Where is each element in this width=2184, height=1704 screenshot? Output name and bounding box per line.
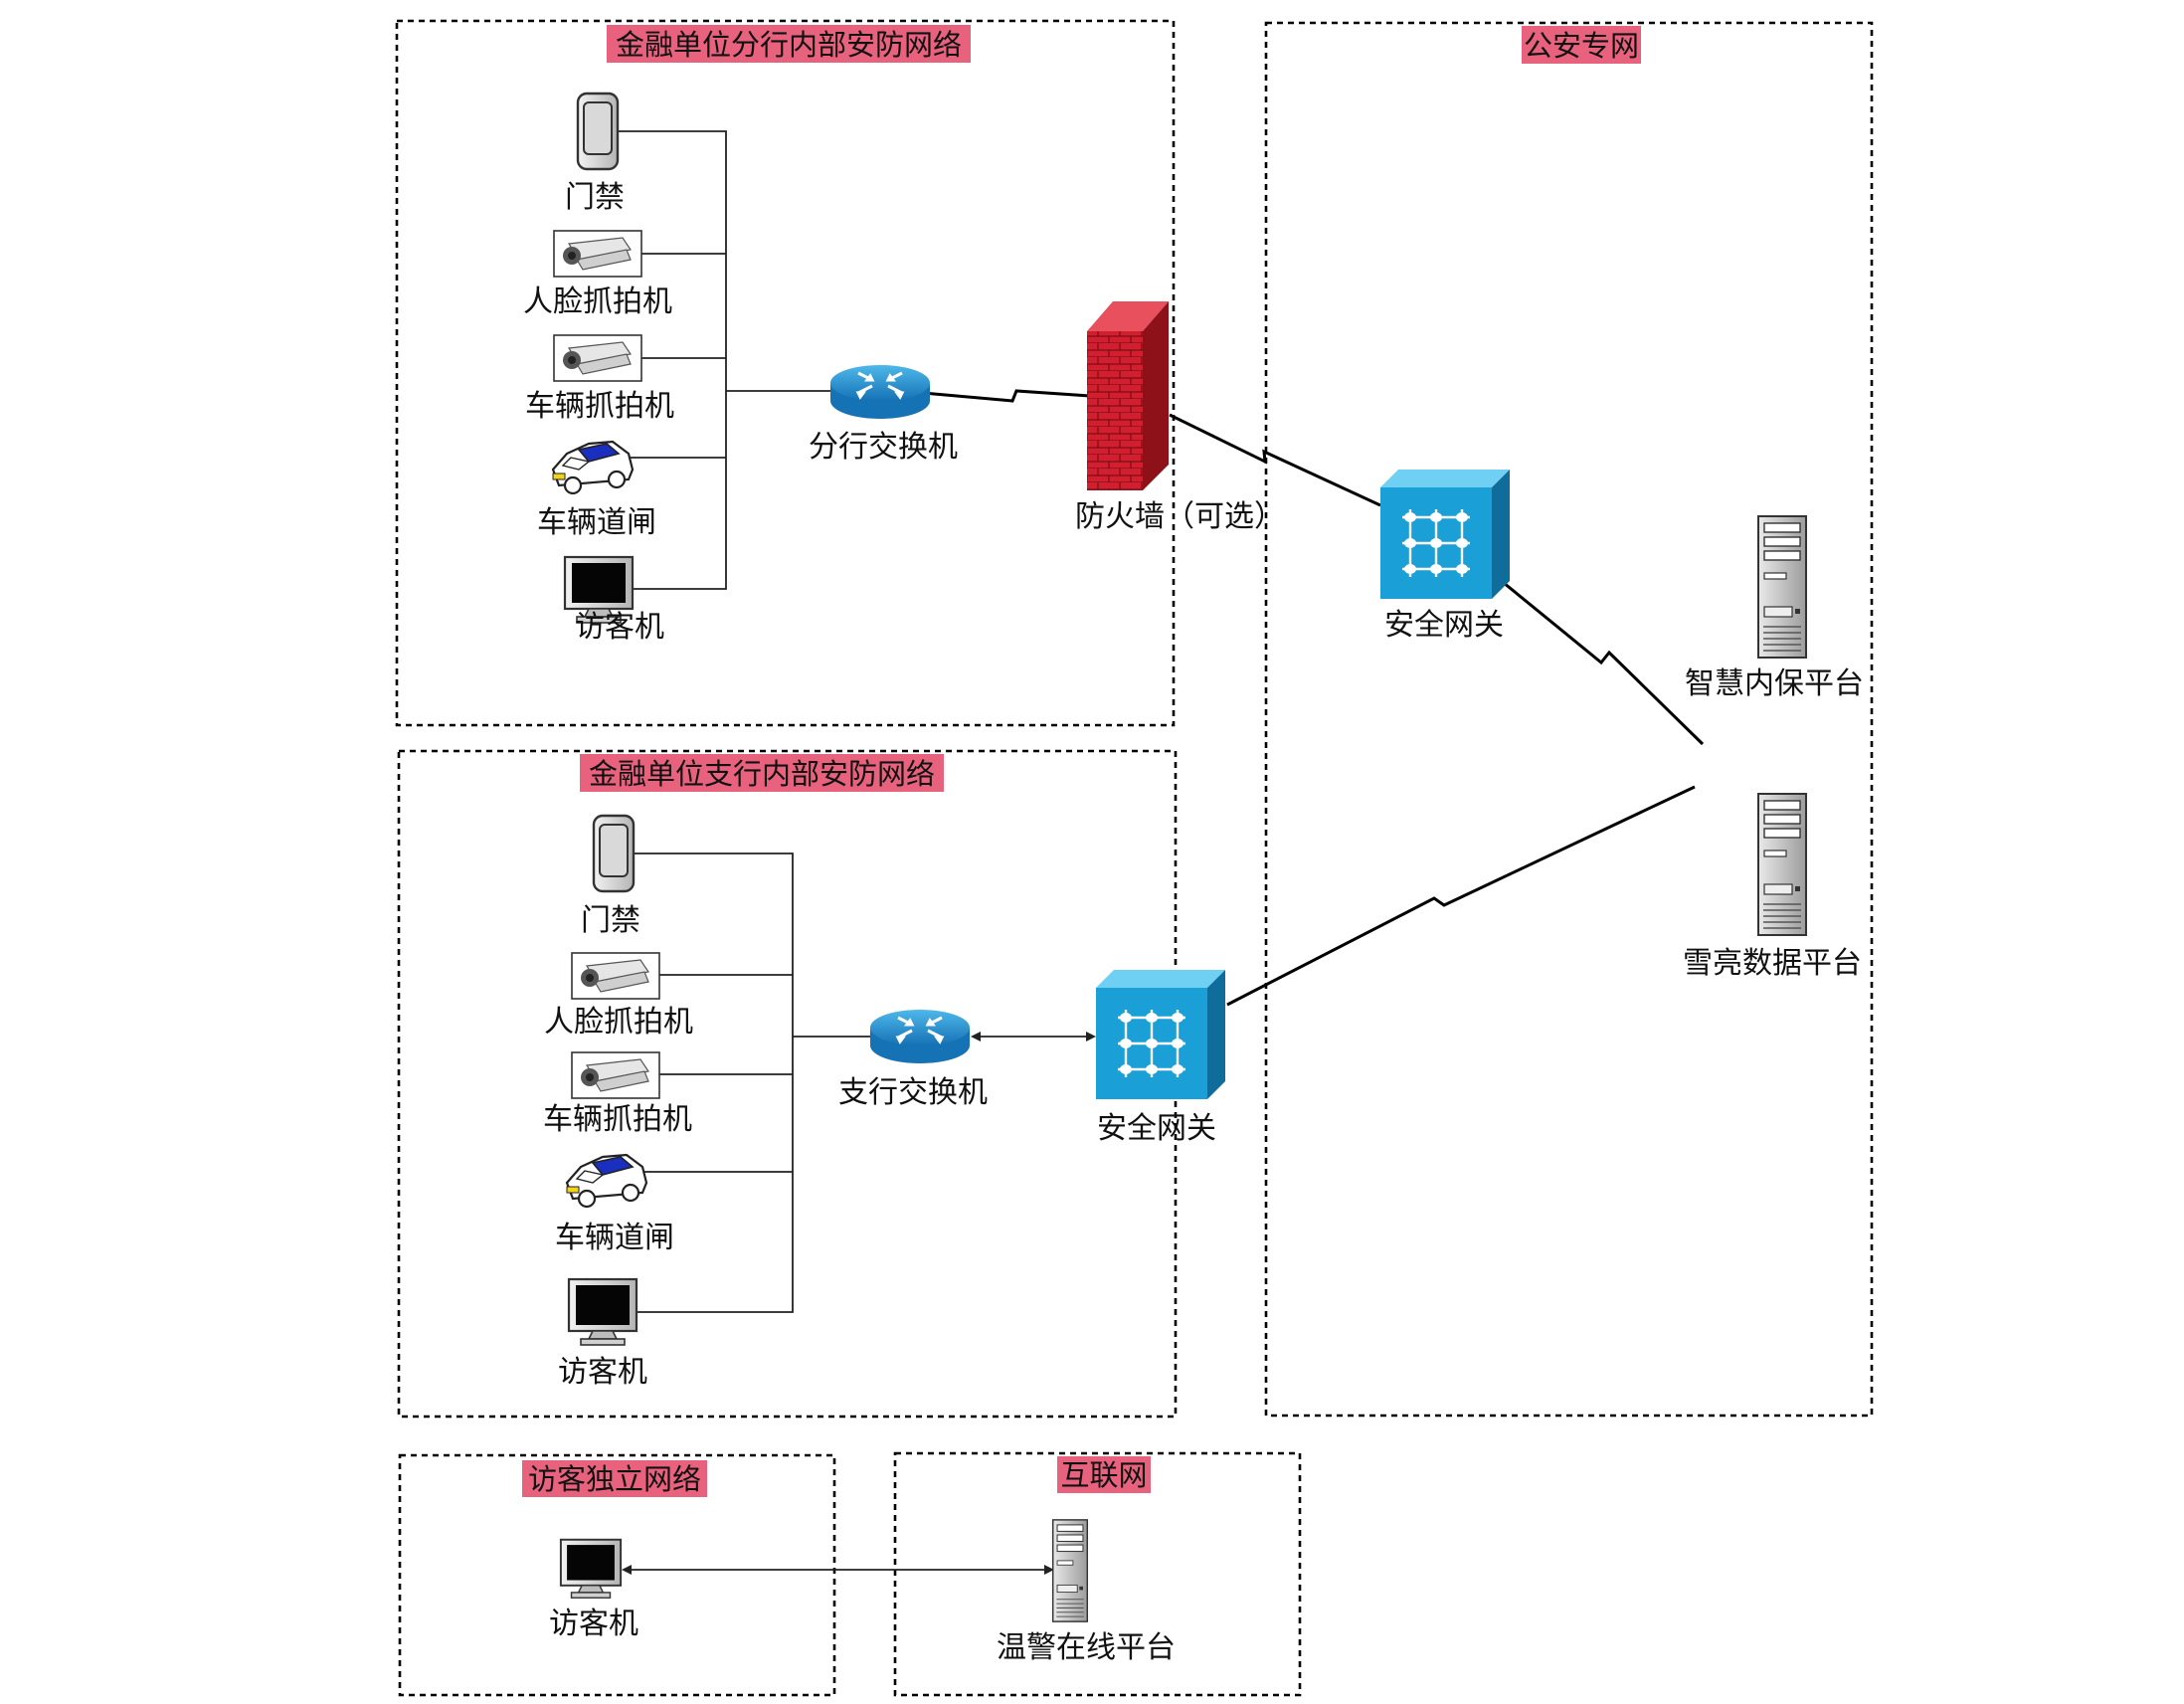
- platform-label-neibao: 智慧内保平台: [1685, 666, 1864, 701]
- subbranch-device-label-face-camera: 人脸抓拍机: [544, 1005, 693, 1040]
- zone-title-subbranch: 金融单位支行内部安防网络: [589, 757, 935, 791]
- router-icon: [828, 363, 932, 421]
- zone-visitor: 访客独立网络: [398, 1453, 836, 1697]
- monitor-icon: [567, 1277, 638, 1347]
- branch-device-label-visitor: 访客机: [575, 610, 664, 645]
- visitor-terminal: 访客机: [549, 1538, 638, 1641]
- car-barrier-icon: [551, 440, 635, 495]
- monitor-icon: [559, 1538, 623, 1600]
- branch-devices: 门禁 人脸抓拍机 车辆抓拍机 车辆道闸 访客机: [523, 92, 674, 645]
- branch-device-label-door: 门禁: [565, 180, 625, 215]
- branch-switch: 分行交换机: [809, 363, 958, 465]
- firewall-label: 防火墙（可选）: [1075, 499, 1284, 534]
- server-tower-icon: [1757, 793, 1807, 936]
- police-platform-2: 雪亮数据平台: [1683, 793, 1862, 981]
- police-platform-1: 智慧内保平台: [1685, 515, 1864, 701]
- gateway-icon: [1380, 470, 1510, 599]
- subbranch-gateway: 安全网关: [1096, 970, 1225, 1146]
- zone-title-internet: 互联网: [1060, 1458, 1147, 1492]
- zone-police: 公安专网: [1264, 21, 1874, 1418]
- subbranch-switch-label: 支行交换机: [838, 1075, 988, 1110]
- vehicle-camera-icon: [571, 1051, 660, 1099]
- police-gateway: 安全网关: [1380, 470, 1510, 643]
- subbranch-gateway-label: 安全网关: [1097, 1111, 1216, 1146]
- zone-title-police: 公安专网: [1524, 29, 1639, 63]
- door-access-icon: [576, 92, 620, 171]
- branch-device-label-vehicle-camera: 车辆抓拍机: [525, 389, 674, 424]
- subbranch-device-label-door: 门禁: [581, 903, 640, 938]
- firewall-icon: [1087, 301, 1169, 490]
- visitor-terminal-label: 访客机: [549, 1607, 638, 1641]
- branch-device-label-barrier: 车辆道闸: [537, 505, 656, 540]
- subbranch-device-label-barrier: 车辆道闸: [555, 1221, 674, 1255]
- vehicle-camera-icon: [553, 334, 642, 382]
- branch-firewall: 防火墙（可选）: [1075, 301, 1284, 534]
- internet-platform: 温警在线平台: [997, 1519, 1176, 1665]
- zone-title-visitor: 访客独立网络: [528, 1462, 701, 1496]
- server-tower-icon: [1052, 1519, 1088, 1622]
- face-camera-icon: [553, 230, 642, 278]
- branch-switch-label: 分行交换机: [809, 430, 958, 465]
- subbranch-device-label-vehicle-camera: 车辆抓拍机: [543, 1102, 692, 1137]
- zone-title-branch: 金融单位分行内部安防网络: [616, 28, 962, 62]
- subbranch-devices: 门禁 人脸抓拍机 车辆抓拍机 车辆道闸 访客机: [543, 814, 693, 1390]
- zone-branch: 金融单位分行内部安防网络: [395, 19, 1176, 727]
- router-icon: [868, 1008, 972, 1065]
- car-barrier-icon: [565, 1153, 648, 1209]
- platform-label-xueliang: 雪亮数据平台: [1683, 946, 1862, 981]
- subbranch-switch: 支行交换机: [838, 1008, 988, 1110]
- server-tower-icon: [1757, 515, 1807, 659]
- zone-internet: 互联网: [893, 1451, 1302, 1697]
- subbranch-device-label-visitor: 访客机: [558, 1355, 647, 1390]
- zone-subbranch: 金融单位支行内部安防网络: [397, 749, 1178, 1419]
- wan-links: [922, 389, 1705, 1007]
- wires: [608, 130, 1096, 1575]
- door-access-icon: [592, 814, 636, 893]
- gateway-icon: [1096, 970, 1225, 1099]
- police-gateway-label: 安全网关: [1384, 608, 1504, 643]
- internet-platform-label: 温警在线平台: [997, 1630, 1176, 1665]
- branch-device-label-face-camera: 人脸抓拍机: [523, 284, 672, 319]
- face-camera-icon: [571, 952, 660, 1000]
